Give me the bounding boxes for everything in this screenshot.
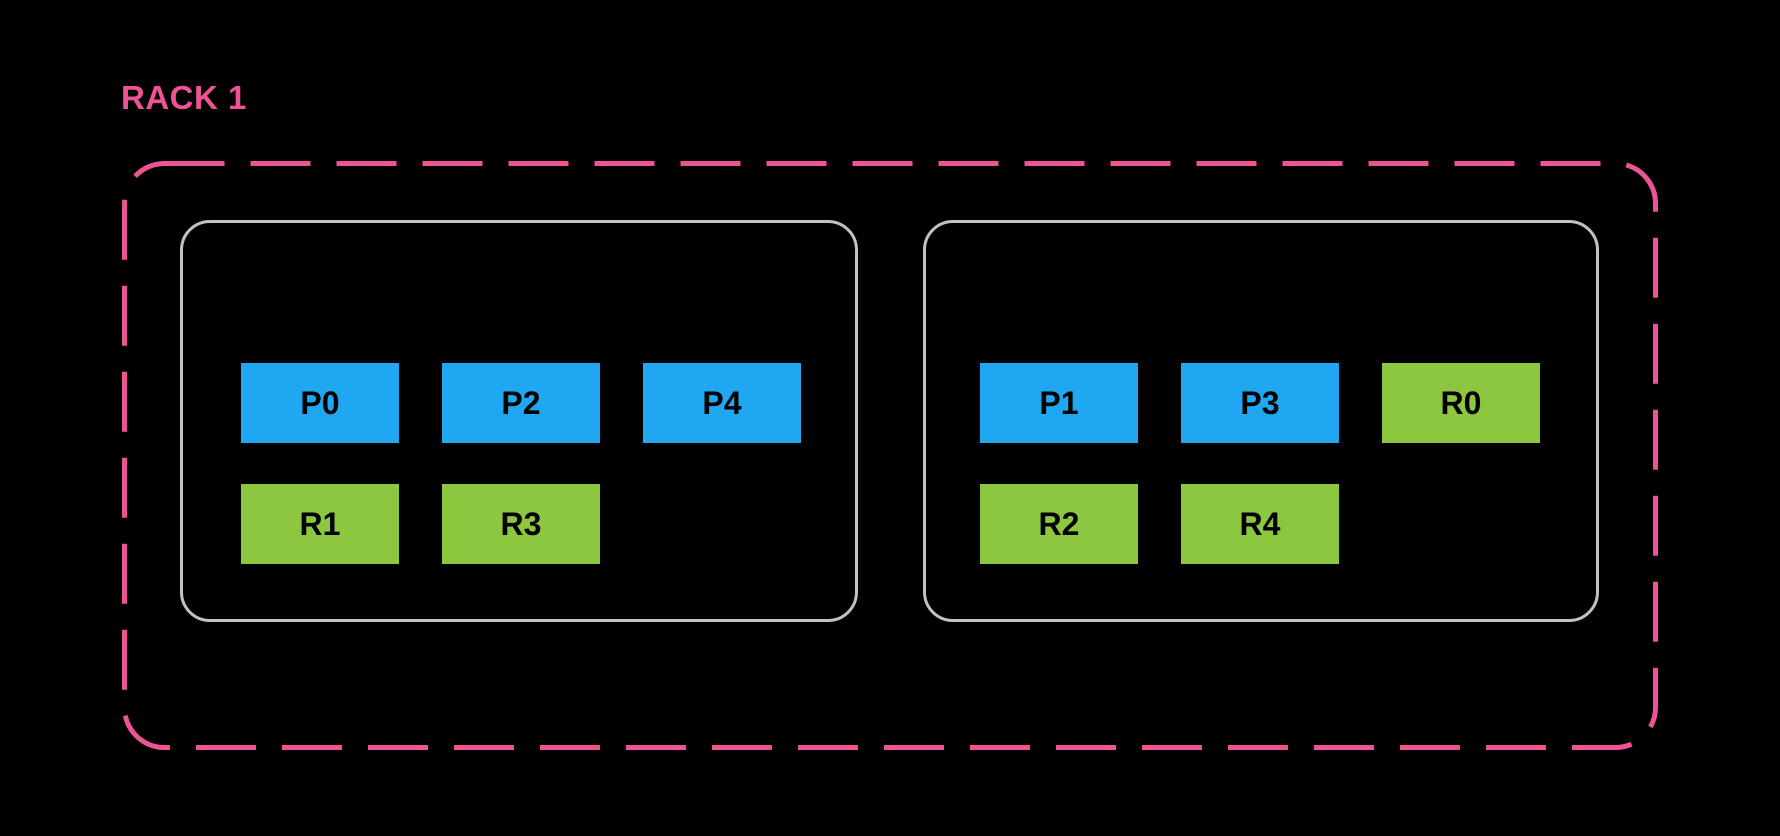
slot-p3: P3: [1181, 363, 1339, 443]
slot-r0: R0: [1382, 363, 1540, 443]
slot-r1: R1: [241, 484, 399, 564]
slot-p2: P2: [442, 363, 600, 443]
node-container-2: [923, 220, 1599, 622]
slot-p0: P0: [241, 363, 399, 443]
slot-p1: P1: [980, 363, 1138, 443]
rack-label: RACK 1: [121, 79, 247, 116]
slot-r2: R2: [980, 484, 1138, 564]
slot-r4: R4: [1181, 484, 1339, 564]
slot-p4: P4: [643, 363, 801, 443]
node-container-1: [180, 220, 858, 622]
slot-r3: R3: [442, 484, 600, 564]
